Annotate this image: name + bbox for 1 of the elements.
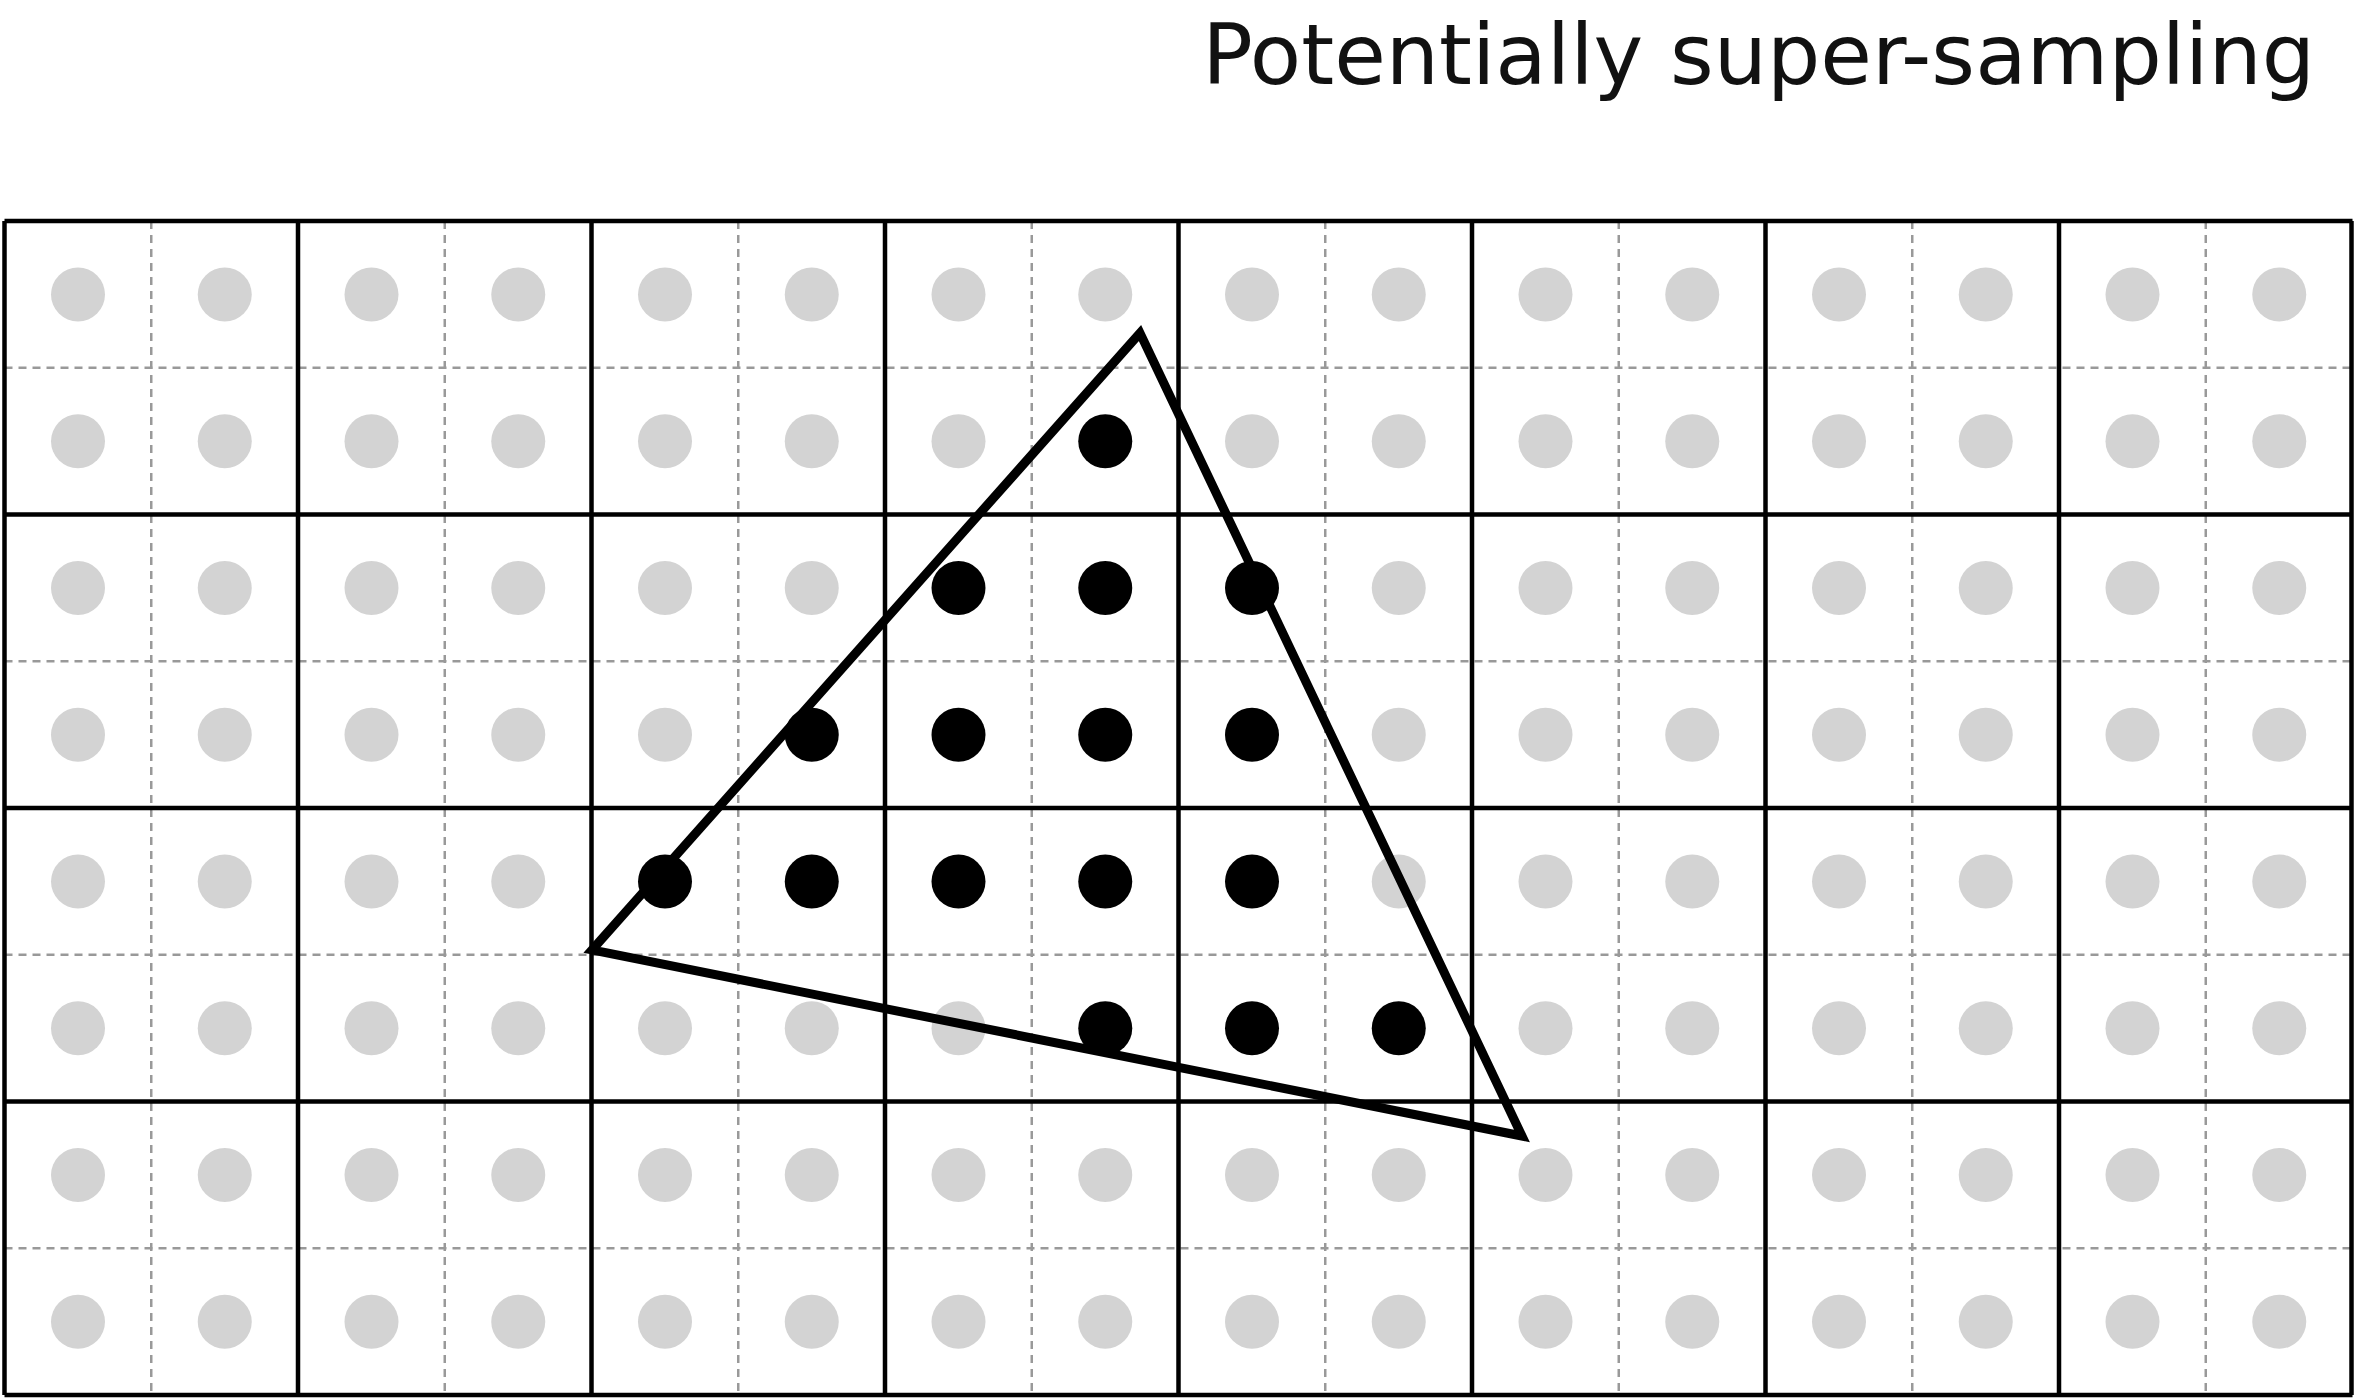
- title: Potentially super-sampling: [1202, 6, 2315, 104]
